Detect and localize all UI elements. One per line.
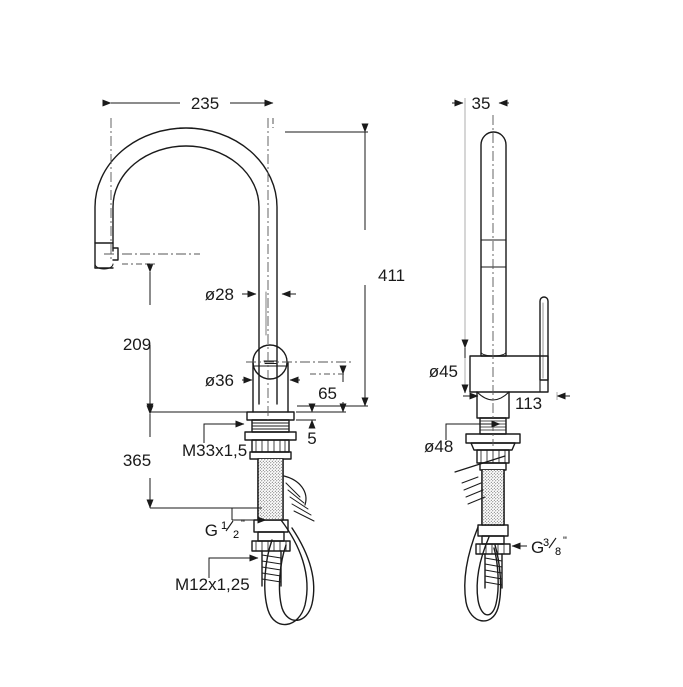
front-view-dimension-labels: 235 411 209 365 ø28 ø36 65 5 M33x1,5 G 1… — [123, 94, 405, 594]
side-escutcheon-cone — [470, 442, 516, 451]
hose-connector-upper — [253, 519, 289, 533]
braided-hose-texture — [258, 459, 283, 520]
side-base-block — [469, 355, 549, 393]
collar — [249, 451, 292, 460]
side-view-dimensions — [445, 98, 570, 550]
dim-label-g-half-slash — [225, 520, 234, 532]
leader-g-half-stem — [150, 507, 233, 520]
dim-label-d48: ø48 — [424, 437, 453, 456]
dim-label-g38-slash — [548, 537, 557, 549]
dim-label-m33: M33x1,5 — [182, 441, 247, 460]
coiled-hose-coils-a — [285, 482, 315, 522]
dim-label-g-half-denominator: 2 — [233, 529, 239, 541]
dim-label-g38-letter: G — [531, 538, 544, 557]
braid-edges — [257, 458, 284, 521]
dim-label-5: 5 — [307, 429, 316, 448]
side-braid-edges — [481, 469, 505, 526]
base-flange — [246, 411, 295, 421]
dim-label-35: 35 — [472, 94, 491, 113]
spout-outer-profile — [94, 127, 278, 405]
front-view-centerlines — [104, 118, 352, 420]
dim-label-g38-inch-mark: " — [563, 535, 567, 547]
dim-label-365: 365 — [123, 451, 151, 470]
leader-m33 — [203, 420, 245, 443]
spout-inner-profile — [112, 145, 260, 405]
side-tail-threads — [484, 557, 503, 586]
side-coil-lines — [461, 476, 486, 505]
side-pullout-hose-inner — [476, 536, 499, 616]
leader-d48 — [445, 420, 501, 440]
side-g38-nut — [475, 543, 511, 555]
front-view-dimensions — [102, 99, 369, 578]
dim-label-d45: ø45 — [429, 362, 458, 381]
dim-label-g38-denominator: 8 — [555, 546, 561, 558]
front-view-geometry — [94, 127, 315, 626]
leader-m12 — [208, 554, 259, 578]
side-break-line — [454, 455, 506, 473]
dim-label-d28: ø28 — [205, 285, 234, 304]
side-collar — [479, 462, 507, 471]
dim-label-g-three-eighths: G 3 8 " — [531, 535, 567, 558]
side-pullout-hose-outer — [464, 526, 502, 622]
deck-washer — [244, 431, 297, 441]
side-g38-nut-knurl — [479, 543, 505, 555]
side-connector-upper — [477, 524, 509, 537]
dim-label-209: 209 — [123, 335, 151, 354]
g-half-nut — [251, 540, 291, 552]
side-braid-texture — [482, 470, 504, 525]
dim-label-65: 65 — [318, 384, 337, 403]
side-lock-nut — [476, 449, 510, 464]
dim-label-g-half-letter: G — [205, 521, 218, 540]
m12-thread-crests — [261, 554, 282, 583]
dim-label-g-half-numerator: 1 — [221, 520, 227, 532]
side-lock-nut-knurl — [480, 449, 506, 464]
dim-label-g-half: G 1 2 " — [205, 518, 245, 541]
lock-nut-knurl — [255, 439, 286, 453]
side-body-column — [480, 131, 507, 357]
pullout-hose-outer — [264, 519, 308, 626]
side-escutcheon-plate — [465, 433, 521, 444]
dim-label-m12: M12x1,25 — [175, 575, 250, 594]
dim-label-411: 411 — [378, 266, 405, 285]
side-view-dimension-labels: 35 ø45 113 ø48 G 3 8 " — [424, 94, 567, 558]
pullout-hose-inner — [278, 527, 315, 621]
spout-outlet-rim — [94, 263, 114, 270]
dim-label-113: 113 — [515, 394, 542, 413]
g-half-nut-knurl — [255, 540, 287, 552]
dim-label-d36: ø36 — [205, 371, 234, 390]
dim-label-g-half-inch-mark: " — [241, 518, 245, 530]
dim-label-235: 235 — [191, 94, 219, 113]
coiled-hose-top — [283, 475, 307, 506]
dim-label-g38-numerator: 3 — [543, 537, 549, 549]
